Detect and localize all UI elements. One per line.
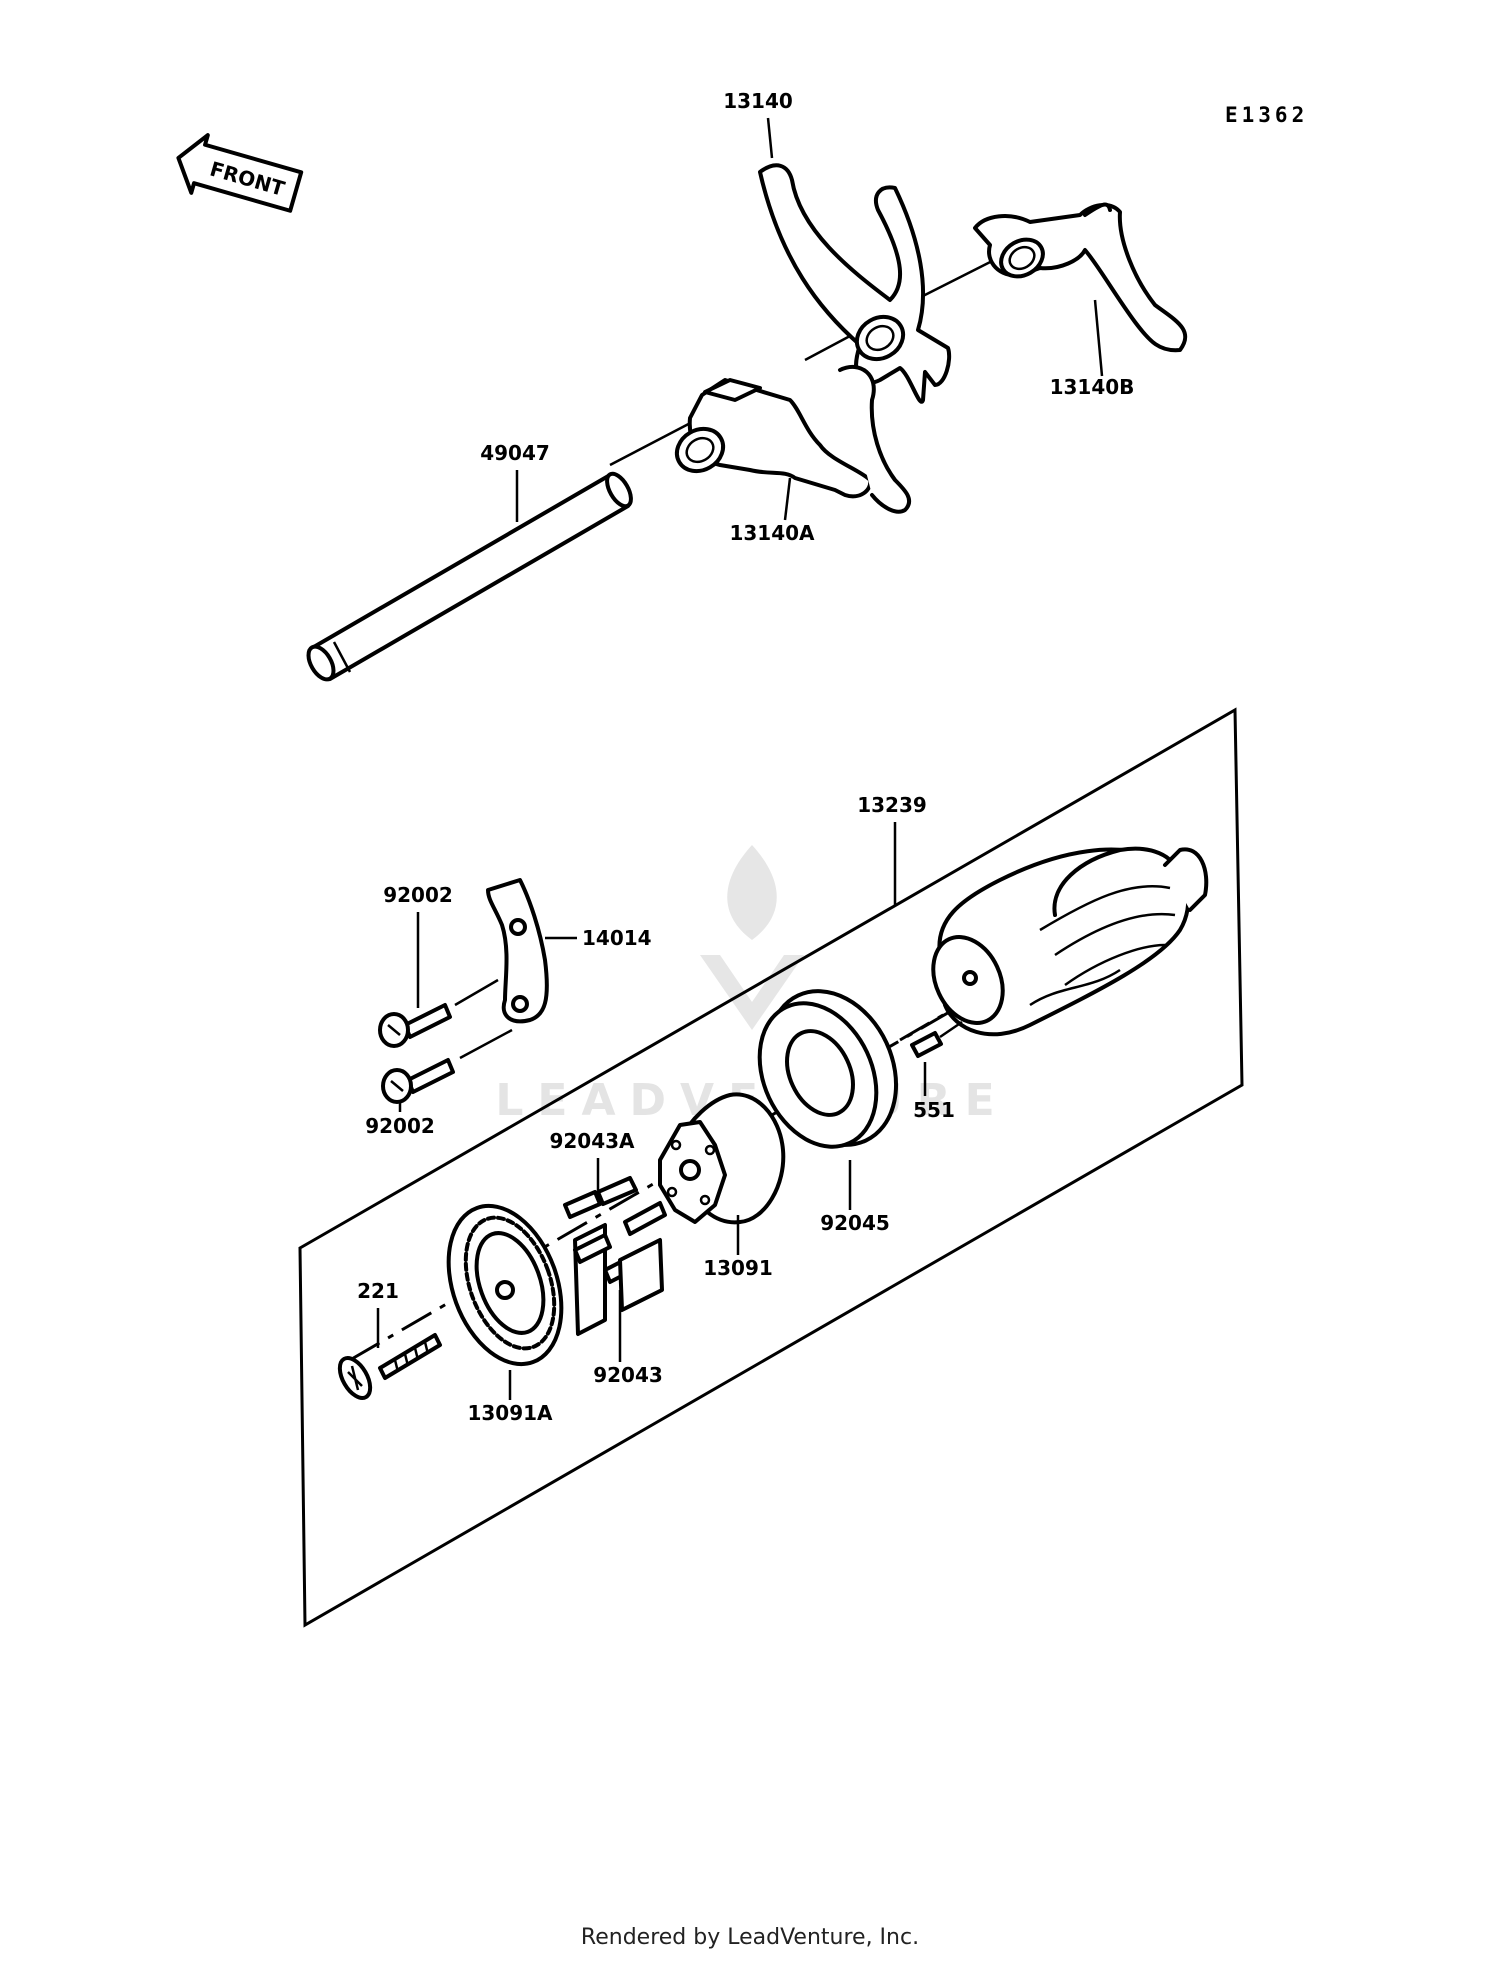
bolt-top [378, 1003, 452, 1048]
label-plate: 14014 [582, 926, 652, 950]
shift-cam [658, 1092, 786, 1225]
shift-fork-upper [758, 163, 952, 404]
front-arrow-icon: FRONT [176, 133, 304, 213]
label-fork-upper: 13140 [723, 89, 793, 113]
footer-credit: Rendered by LeadVenture, Inc. [580, 1925, 920, 1950]
bearing [757, 989, 899, 1149]
label-shaft: 49047 [480, 441, 550, 465]
shift-rod [306, 471, 633, 682]
label-bearing: 92045 [820, 1211, 890, 1235]
label-pin-drum: 551 [913, 1098, 955, 1122]
label-cam: 13091 [703, 1256, 773, 1280]
diagram-code: E1362 [1225, 103, 1308, 127]
label-bolt-top: 92002 [383, 883, 453, 907]
shift-fork-right [973, 202, 1188, 353]
label-screw: 221 [357, 1279, 399, 1303]
pins-a [563, 1176, 638, 1219]
label-cam-plate: 13091A [467, 1401, 553, 1425]
label-pins: 92043 [593, 1363, 663, 1387]
shift-fork-lower [674, 364, 912, 514]
label-bolt-bottom: 92002 [365, 1114, 435, 1138]
shift-drum [931, 846, 1209, 1037]
cam-plate [446, 1203, 564, 1367]
label-fork-right: 13140B [1050, 375, 1135, 399]
bolt-bottom [381, 1058, 455, 1104]
screw [337, 1333, 442, 1400]
drum-pin [910, 1031, 943, 1058]
drum-assembly-frame [298, 707, 1244, 1628]
label-pins-a: 92043A [549, 1129, 635, 1153]
label-fork-lower: 13140A [729, 521, 815, 545]
label-drum-group: 13239 [857, 793, 927, 817]
pins [573, 1201, 667, 1336]
stopper-plate [486, 878, 549, 1024]
watermark-logo: LEADVENTURE [495, 845, 995, 1126]
